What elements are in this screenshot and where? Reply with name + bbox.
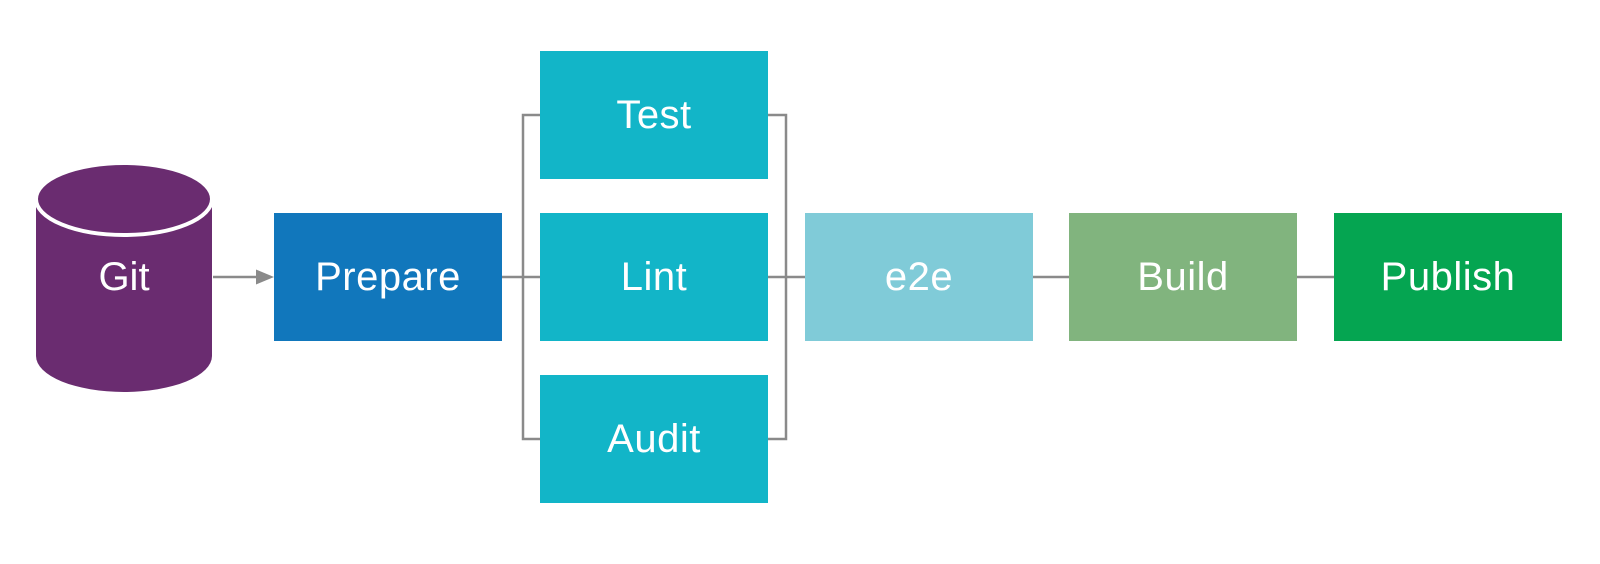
node-git: Git — [36, 213, 212, 341]
node-publish: Publish — [1334, 213, 1562, 341]
node-git-label: Git — [98, 254, 150, 299]
node-build: Build — [1069, 213, 1297, 341]
node-e2e-label: e2e — [884, 254, 954, 299]
node-lint: Lint — [540, 213, 768, 341]
node-audit-label: Audit — [607, 416, 701, 461]
node-audit: Audit — [540, 375, 768, 503]
node-lint-label: Lint — [620, 254, 688, 299]
node-publish-label: Publish — [1380, 254, 1516, 299]
node-prepare: Prepare — [274, 213, 502, 341]
node-build-label: Build — [1137, 254, 1229, 299]
node-test-label: Test — [616, 92, 692, 137]
node-prepare-label: Prepare — [315, 254, 461, 299]
node-e2e: e2e — [805, 213, 1033, 341]
node-test: Test — [540, 51, 768, 179]
